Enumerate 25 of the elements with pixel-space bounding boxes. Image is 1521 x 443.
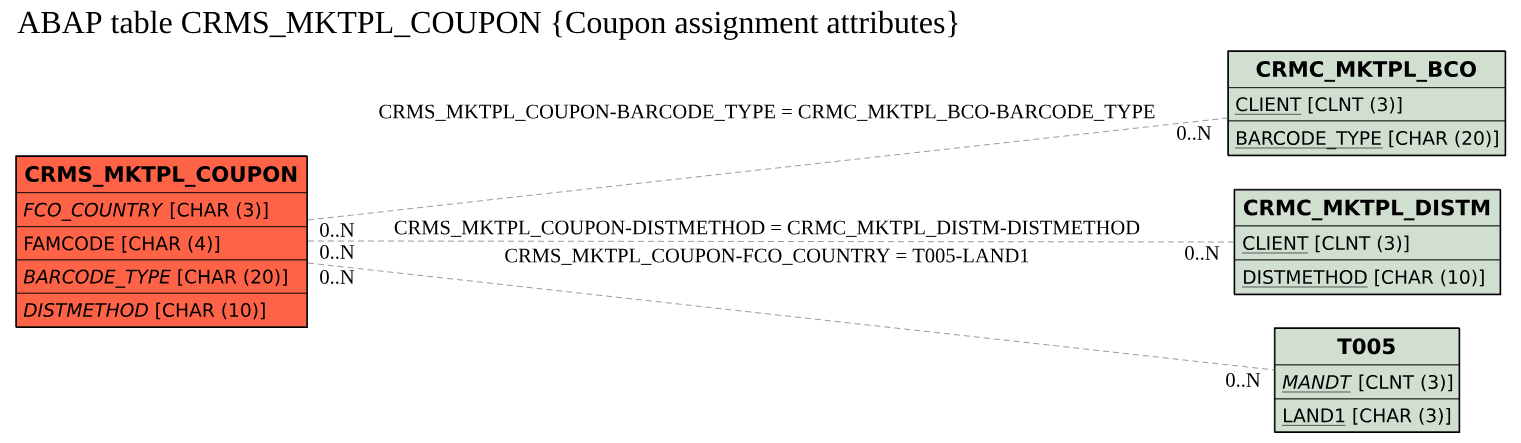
cardinality-label: 0..N xyxy=(320,245,355,259)
cardinality-label: 0..N xyxy=(320,223,355,237)
table-row: FCO_COUNTRY [CHAR (3)] xyxy=(15,192,308,228)
table-row: DISTMETHOD [CHAR (10)] xyxy=(15,292,308,328)
edge-label: CRMS_MKTPL_COUPON-DISTMETHOD = CRMC_MKTPL_DISTM-DISTMETHOD xyxy=(392,219,1142,239)
table-row: LAND1 [CHAR (3)] xyxy=(1273,398,1460,433)
table-header: T005 xyxy=(1273,327,1460,366)
table-row: CLIENT [CLNT (3)] xyxy=(1233,225,1501,261)
table-row: CLIENT [CLNT (3)] xyxy=(1227,87,1506,122)
table-row: MANDT [CLNT (3)] xyxy=(1273,364,1460,400)
table-header: CRMC_MKTPL_DISTM xyxy=(1233,188,1501,227)
edge-label: CRMS_MKTPL_COUPON-BARCODE_TYPE = CRMC_MKTPL_BCO-BARCODE_TYPE xyxy=(377,103,1157,123)
table-header: CRMC_MKTPL_BCO xyxy=(1227,50,1506,89)
table-row: DISTMETHOD [CHAR (10)] xyxy=(1233,259,1501,295)
cardinality-label: 0..N xyxy=(1226,373,1261,387)
table-header: CRMS_MKTPL_COUPON xyxy=(15,155,308,194)
cardinality-label: 0..N xyxy=(1185,246,1220,260)
diagram-title: ABAP table CRMS_MKTPL_COUPON {Coupon assignment attributes} xyxy=(17,10,958,40)
table-row: BARCODE_TYPE [CHAR (20)] xyxy=(1227,120,1506,156)
connector-line xyxy=(307,262,1275,371)
edge-label: CRMS_MKTPL_COUPON-FCO_COUNTRY = T005-LAND1 xyxy=(503,247,1031,267)
cardinality-label: 0..N xyxy=(1177,126,1212,140)
cardinality-label: 0..N xyxy=(320,270,355,284)
table-row: FAMCODE [CHAR (4)] xyxy=(15,226,308,261)
table-row: BARCODE_TYPE [CHAR (20)] xyxy=(15,259,308,294)
